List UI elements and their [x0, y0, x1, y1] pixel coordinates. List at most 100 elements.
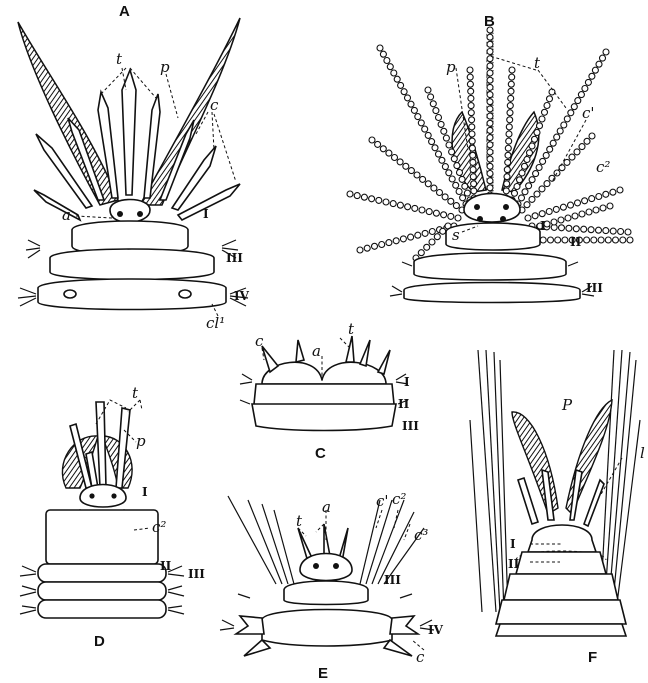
cirrus-bead [588, 227, 594, 233]
segment [516, 552, 606, 574]
cirrus-bead [455, 215, 461, 221]
label-c: c [210, 96, 219, 114]
cirrus-bead [412, 205, 418, 211]
segment [38, 564, 166, 582]
label-t: t [534, 54, 541, 72]
cirrus-bead [469, 138, 475, 144]
cirrus-bead [509, 74, 515, 80]
cirrus-bead [603, 228, 609, 234]
cirrus-bead [547, 146, 553, 152]
panel-e: t a c' c² c³ III IV c E [220, 490, 444, 682]
cirrus-bead [401, 89, 407, 95]
cirrus-bead [380, 146, 386, 152]
label-p: p [446, 58, 456, 76]
cirrus-bead [589, 196, 595, 202]
cirrus-bead [487, 49, 493, 55]
cirrus-bead [468, 95, 474, 101]
segment [38, 582, 166, 600]
cirrus-bead [425, 181, 431, 187]
cirrus-bead [525, 215, 531, 221]
label-IV: IV [234, 289, 250, 303]
cirrus-bead [487, 77, 493, 83]
cirrus-bead [379, 242, 385, 248]
cirrus-bead [550, 140, 556, 146]
cirrus-bead [547, 96, 553, 102]
prostomium [300, 554, 352, 581]
segment [46, 510, 158, 564]
cirrus-bead [542, 109, 548, 115]
segment [38, 279, 226, 310]
cirrus-bead [578, 92, 584, 98]
cirrus-bead [508, 95, 514, 101]
cirrus-bead [548, 237, 554, 243]
cirrus-bead [487, 120, 493, 126]
cirrus-bead [504, 181, 510, 187]
cirrus-bead [448, 213, 454, 219]
label-s: s [452, 226, 460, 244]
panel-c: c a t I II III C [240, 320, 419, 462]
cirrus-bead [394, 76, 400, 82]
cirrus-bead [554, 134, 560, 140]
cirrus-bead [593, 207, 599, 213]
cirrus-bead [575, 98, 581, 104]
label-cl: cl¹ [206, 314, 225, 332]
cirrus-bead [627, 237, 633, 243]
cirrus-bead [543, 152, 549, 158]
cirrus-bead [566, 225, 572, 231]
cirrus-bead [603, 49, 609, 55]
label-p: p [136, 432, 146, 450]
cirrus-bead [586, 209, 592, 215]
cirrus-bead [526, 183, 532, 189]
cirrus-bead [414, 172, 420, 178]
cirrus-bead [568, 202, 574, 208]
cirrus-bead [581, 226, 587, 232]
cirrus-bead [469, 145, 475, 151]
label-c: c [416, 648, 425, 666]
cirrus-bead [419, 207, 425, 213]
cirrus-bead [544, 103, 550, 109]
cirrus-bead [553, 206, 559, 212]
cirrus-bead [408, 101, 414, 107]
cirrus-bead [425, 132, 431, 138]
cirrus-bead [403, 163, 409, 169]
prostomium [110, 200, 150, 223]
cirrus-bead [390, 201, 396, 207]
segment [262, 610, 392, 647]
cirrus-bead [487, 185, 493, 191]
label-c1: c' [376, 492, 389, 510]
label-edge: l [640, 444, 645, 462]
cirrus-bead [524, 157, 530, 163]
cirrus-bead [574, 149, 580, 155]
cirrus-bead [429, 139, 435, 145]
tentacle [34, 190, 80, 220]
cirrus-bead [506, 124, 512, 130]
cirrus-bead [503, 188, 509, 194]
prostomium [464, 194, 520, 223]
cirrus-bead [487, 149, 493, 155]
label-I: I [540, 219, 546, 233]
cirrus-bead [591, 237, 597, 243]
panel-letter-b: B [484, 13, 495, 30]
label-c1: c' [582, 104, 595, 122]
cirrus-bead [470, 159, 476, 165]
cirrus-bead [441, 212, 447, 218]
cirrus-bead [420, 176, 426, 182]
label-c2: c² [596, 158, 610, 176]
cirrus-bead [364, 245, 370, 251]
cirrus-bead [564, 116, 570, 122]
cirrus-bead [504, 167, 510, 173]
label-t: t [116, 50, 123, 68]
cirrus-bead [446, 170, 452, 176]
cirrus-bead [533, 171, 539, 177]
cirrus-bead [540, 158, 546, 164]
cirrus-bead [589, 73, 595, 79]
label-t: t [348, 320, 355, 338]
label-c3: c³ [414, 526, 428, 544]
cirrus-bead [430, 101, 436, 107]
label-II: II [508, 557, 520, 571]
label-III: III [384, 573, 401, 587]
cirrus-bead [438, 121, 444, 127]
segment [414, 253, 566, 280]
cirrus-bead [383, 199, 389, 205]
cirrus-bead [508, 88, 514, 94]
